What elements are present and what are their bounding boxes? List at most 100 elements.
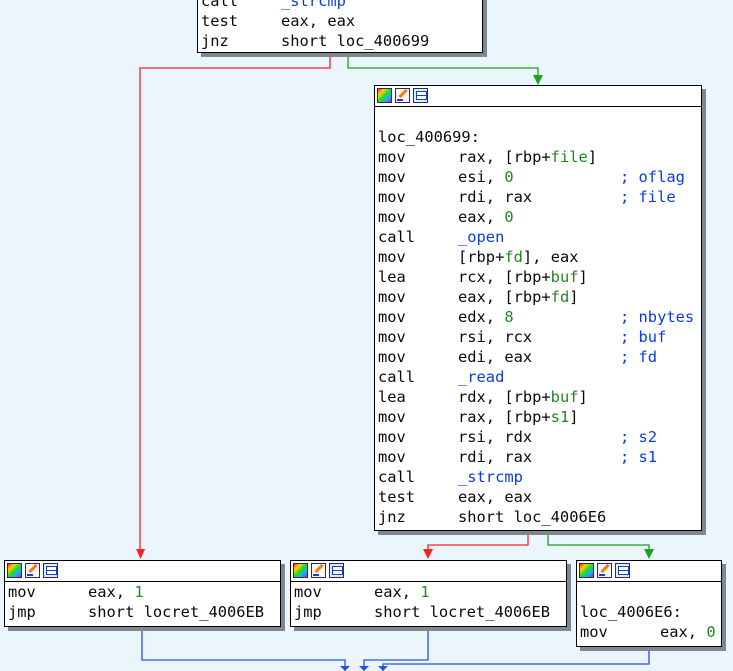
color-palette-icon[interactable] [579,563,594,578]
graph-overview-icon[interactable] [413,88,428,103]
edge-false-top-to-bottom-left[interactable] [139,53,331,556]
edge-bottom-left-to-locret[interactable] [141,627,346,671]
stack-variable[interactable]: buf [550,388,579,406]
rename-icon[interactable] [597,563,612,578]
operand: ], eax [522,248,579,266]
instruction-line[interactable]: call_strcmp [201,0,482,11]
edge-false-mid-to-bottom-mid[interactable] [427,531,529,556]
rename-icon[interactable] [25,563,40,578]
function-name[interactable]: _open [458,228,505,246]
immediate-value: 0 [504,208,514,226]
rename-icon[interactable] [311,563,326,578]
operand: rsi, rcx [458,328,533,346]
immediate-value: 0 [706,623,716,641]
function-name[interactable]: _strcmp [281,0,346,10]
operand: [rbp+ [458,248,505,266]
immediate-value: 0 [504,168,514,186]
graph-overview-icon[interactable] [329,563,344,578]
edge-arrowhead [340,666,350,671]
operand: eax, [660,623,707,641]
comment: ; nbytes [620,308,695,326]
instruction-line[interactable]: call _read [378,367,701,387]
stack-variable[interactable]: fd [504,248,523,266]
mnemonic: jnz [201,32,229,50]
operand: short loc_400699 [281,32,430,50]
instruction-line[interactable]: jnz short loc_400699 [201,31,482,51]
operand: edx, [458,308,505,326]
instruction-line[interactable]: call_open [378,227,701,247]
function-name[interactable]: _strcmp [458,468,523,486]
mnemonic: jmp [294,603,322,621]
operand: ] [578,388,588,406]
edge-true-mid-to-bottom-right[interactable] [547,531,650,556]
mnemonic: jmp [8,603,36,621]
color-palette-icon[interactable] [7,563,22,578]
operand: eax, [rbp+ [458,288,551,306]
mnemonic: mov [378,308,406,326]
mnemonic: mov [378,428,406,446]
stack-variable[interactable]: s1 [550,408,570,426]
block-label[interactable]: loc_400699: [378,128,480,146]
immediate-value: 8 [504,308,514,326]
mnemonic: mov [378,248,406,266]
color-palette-icon[interactable] [293,563,308,578]
mnemonic: call [378,368,416,386]
operand: rcx, [rbp+ [458,268,551,286]
color-palette-icon[interactable] [377,88,392,103]
stack-variable[interactable]: fd [550,288,570,306]
mnemonic: mov [378,328,406,346]
function-name[interactable]: _read [458,368,505,386]
operand: edi, eax [458,348,533,366]
instruction-line[interactable]: mov [rbp+fd], eax [378,247,701,267]
instruction-line[interactable]: call_strcmp [378,467,701,487]
stack-variable[interactable]: buf [550,268,579,286]
mnemonic: mov [378,148,406,166]
edge-arrowhead [644,549,654,559]
edge-true-top-to-mid[interactable] [347,53,539,80]
edge-bottom-mid-to-locret[interactable] [363,627,429,671]
block-header [291,561,566,582]
operand: eax, [374,583,421,601]
instruction-line[interactable]: mov edx, 8 ; nbytes [378,307,701,327]
block-label[interactable]: loc_4006E6: [580,603,682,621]
stack-variable[interactable]: file [550,148,588,166]
mnemonic: mov [8,583,36,601]
comment: ; s1 [620,448,658,466]
edge-bottom-right-to-locret[interactable] [382,647,650,671]
graph-overview-icon[interactable] [615,563,630,578]
operand: ] [587,148,598,166]
operand: eax, eax [281,12,356,30]
graph-overview-icon[interactable] [43,563,58,578]
rename-icon[interactable] [395,88,410,103]
edge-arrowhead [136,549,145,559]
